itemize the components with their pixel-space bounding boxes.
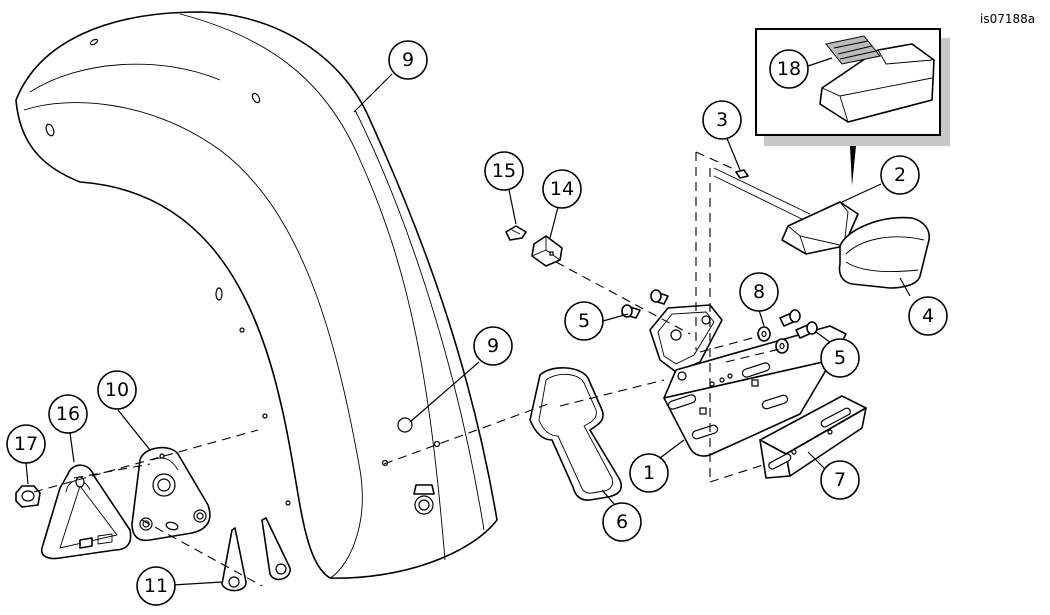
callout-7: 7	[820, 460, 860, 500]
callout-label: 2	[894, 164, 906, 186]
callout-label: 8	[753, 281, 765, 303]
callout-2: 2	[880, 155, 920, 195]
side-bracket	[40, 464, 132, 560]
callout-3: 3	[702, 100, 742, 140]
callout-8: 8	[739, 272, 779, 312]
screws	[621, 289, 818, 339]
callout-label: 1	[643, 462, 655, 484]
callout-label: 14	[550, 178, 574, 200]
callout-label: 7	[834, 469, 846, 491]
lens	[838, 216, 930, 289]
callout-label: 4	[922, 305, 934, 327]
callout-16: 16	[48, 394, 88, 434]
connector	[531, 235, 563, 267]
alignment-lines	[33, 151, 785, 587]
callout-label: 10	[105, 379, 129, 401]
callout-label: 5	[834, 347, 846, 369]
callout-label: 18	[777, 58, 801, 80]
callout-6: 6	[602, 502, 642, 542]
plate-holder	[759, 395, 867, 479]
figure-id: is07188a	[980, 12, 1035, 26]
callout-label: 5	[578, 310, 590, 332]
callout-label: 11	[144, 575, 168, 597]
callout-label: 16	[56, 403, 80, 425]
taillight-assembly	[713, 167, 859, 255]
callout-5-left: 5	[564, 301, 604, 341]
callout-14: 14	[542, 169, 582, 209]
callout-12: 11	[136, 566, 176, 606]
callout-15: 15	[484, 151, 524, 191]
callout-label: 17	[14, 433, 38, 455]
callout-label: 9	[402, 49, 414, 71]
callout-label: 3	[716, 109, 728, 131]
callout-11: 10	[97, 370, 137, 410]
callout-18: 18	[769, 49, 809, 89]
fender	[15, 11, 498, 579]
callout-label: 6	[616, 511, 628, 533]
nut	[15, 485, 41, 508]
callout-10: 9	[473, 326, 513, 366]
gasket	[529, 367, 623, 501]
callout-label: 15	[492, 160, 516, 182]
washers	[757, 326, 789, 354]
callout-4: 4	[908, 296, 948, 336]
callout-1: 1	[629, 453, 669, 493]
callout-label: 9	[487, 335, 499, 357]
terminal	[505, 225, 527, 241]
flat-tabs	[221, 517, 291, 592]
callout-17: 17	[6, 424, 46, 464]
callout-5-right: 5	[820, 338, 860, 378]
callout-9: 9	[388, 40, 428, 80]
